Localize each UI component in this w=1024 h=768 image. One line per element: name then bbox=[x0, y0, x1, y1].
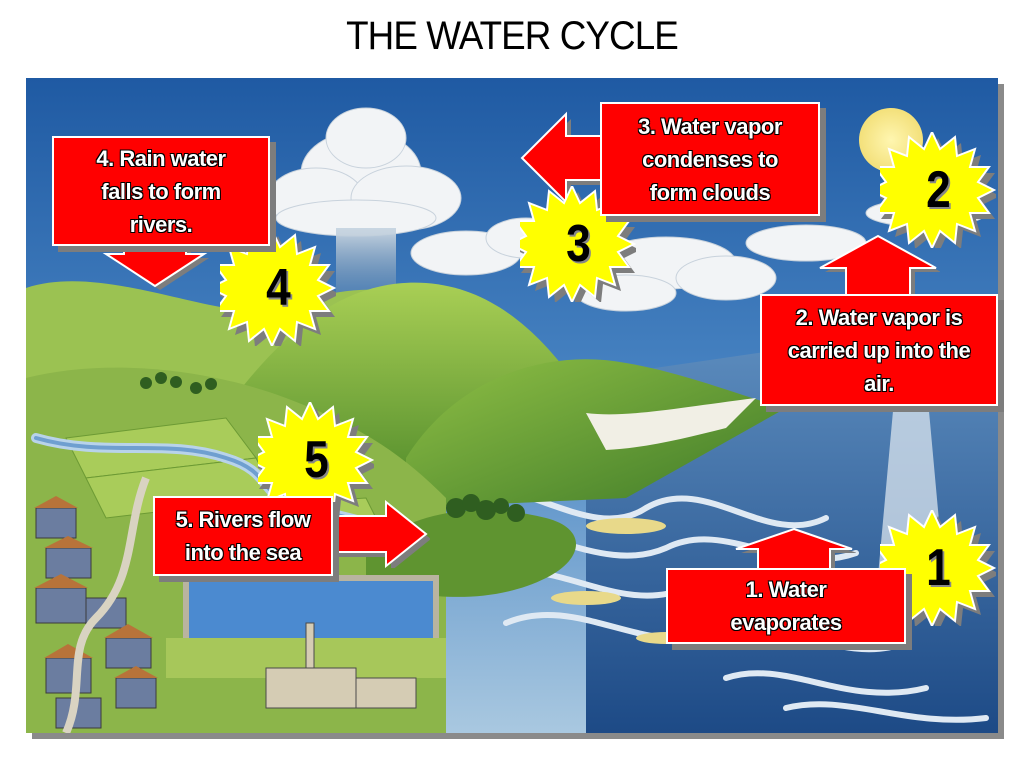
arrow-left-step-3 bbox=[520, 111, 610, 206]
step-3-line-2: condenses to bbox=[642, 146, 778, 172]
starburst-icon bbox=[207, 227, 340, 352]
step-4-line-2: falls to form bbox=[101, 178, 221, 204]
step-label-4: 4. Rain water falls to form rivers. bbox=[52, 136, 270, 246]
step-3-line-3: form clouds bbox=[649, 179, 771, 205]
step-4-line-3: rivers. bbox=[129, 211, 193, 237]
step-5-line-1: 5. Rivers flow bbox=[175, 507, 311, 532]
step-label-2: 2. Water vapor is carried up into the ai… bbox=[760, 294, 998, 406]
step-badge-2: 2 bbox=[867, 129, 1000, 254]
step-1-line-2: evaporates bbox=[730, 610, 842, 635]
arrow-right-step-5 bbox=[326, 500, 430, 568]
step-badge-3: 3 bbox=[507, 183, 640, 308]
step-number-2: 2 bbox=[926, 161, 951, 219]
starburst-icon bbox=[245, 399, 378, 524]
arrow-up-step-2 bbox=[819, 234, 940, 304]
step-1-line-1: 1. Water bbox=[745, 577, 827, 602]
step-badge-4: 4 bbox=[207, 227, 340, 352]
arrow-up-step-1 bbox=[735, 527, 856, 577]
step-label-1: 1. Water evaporates bbox=[666, 568, 906, 644]
step-3-line-1: 3. Water vapor bbox=[638, 113, 782, 139]
step-label-3: 3. Water vapor condenses to form clouds bbox=[600, 102, 820, 216]
step-2-line-3: air. bbox=[864, 370, 894, 396]
step-2-line-1: 2. Water vapor is bbox=[795, 304, 963, 330]
step-number-1: 1 bbox=[926, 539, 951, 597]
step-badge-1: 1 bbox=[867, 507, 1000, 632]
step-label-5: 5. Rivers flow into the sea bbox=[153, 496, 333, 576]
step-number-3: 3 bbox=[566, 215, 591, 273]
step-4-line-1: 4. Rain water bbox=[96, 145, 226, 171]
step-badge-5: 5 bbox=[245, 399, 378, 524]
step-number-4: 4 bbox=[266, 259, 291, 317]
step-5-line-2: into the sea bbox=[184, 540, 302, 565]
starburst-icon bbox=[507, 183, 640, 308]
page-title: THE WATER CYCLE bbox=[346, 14, 679, 58]
step-number-5: 5 bbox=[304, 431, 329, 489]
step-2-line-2: carried up into the bbox=[787, 337, 971, 363]
